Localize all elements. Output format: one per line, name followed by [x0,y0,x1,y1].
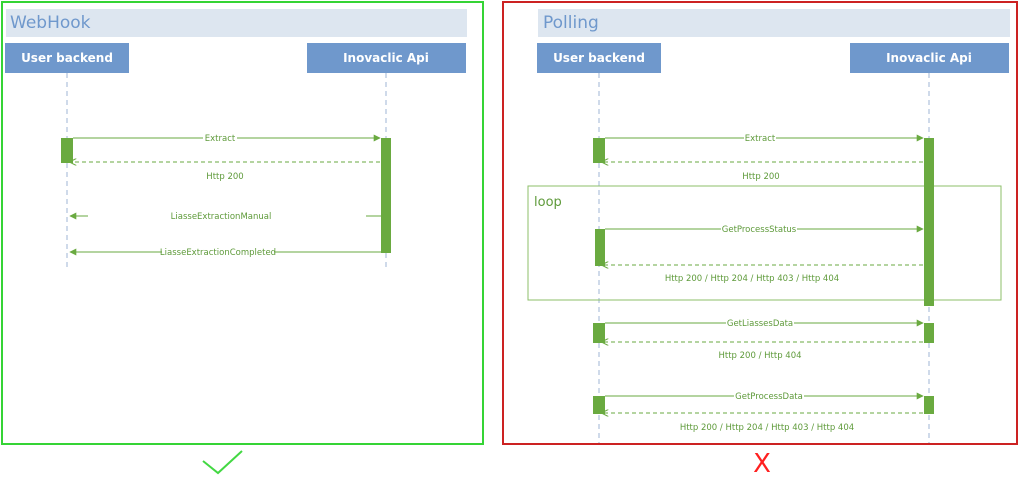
polling-get-process-status-label: GetProcessStatus [722,225,797,235]
polling-activation-api-process [924,396,934,414]
polling-activation-user-status [595,229,605,266]
polling-panel: Polling User backend Inovaclic Api loop … [502,1,1018,479]
polling-verdict-x: X [753,449,771,479]
polling-actor-inovaclic-api-label: Inovaclic Api [886,51,972,65]
polling-activation-api-main [924,138,934,306]
polling-title-band [538,9,1010,37]
polling-loop-frame [527,185,1002,301]
polling-actor-user-backend-label: User backend [553,51,645,65]
polling-http200-label: Http 200 [742,172,779,182]
polling-activation-api-liasses [924,323,934,343]
webhook-title-band [6,9,467,37]
polling-activation-user-extract [593,138,605,163]
polling-process-response-label: Http 200 / Http 204 / Http 403 / Http 40… [680,423,854,433]
polling-activation-user-liasses [593,323,605,343]
webhook-panel: WebHook User backend Inovaclic Api Extra… [1,1,484,475]
webhook-actor-user-backend-label: User backend [21,51,113,65]
polling-liasses-response-label: Http 200 / Http 404 [718,351,801,361]
polling-activation-user-process [593,396,605,414]
polling-loop-label: loop [534,195,562,210]
webhook-extract-label: Extract [205,134,236,144]
polling-status-response-label: Http 200 / Http 204 / Http 403 / Http 40… [665,274,839,284]
polling-get-process-data-label: GetProcessData [735,392,803,402]
polling-title: Polling [543,13,599,33]
polling-actor-user-backend [537,43,661,73]
webhook-activation-api [381,138,391,253]
webhook-actor-user-backend [5,43,129,73]
webhook-completed-label: LiasseExtractionCompleted [160,248,276,258]
polling-get-process-data-label-bg [734,391,804,401]
check-mark-icon [202,450,243,475]
webhook-extract-label-bg [203,133,237,143]
webhook-actor-inovaclic-api-label: Inovaclic Api [343,51,429,65]
webhook-manual-label: LiasseExtractionManual [171,212,272,222]
webhook-http200-label: Http 200 [206,172,243,182]
polling-actor-inovaclic-api [850,43,1009,73]
webhook-activation-user [61,138,73,163]
polling-extract-label-bg [744,133,776,143]
webhook-completed-label-bg [162,247,274,257]
webhook-panel-border [1,1,484,445]
polling-extract-label: Extract [745,134,776,144]
polling-get-liasses-data-label: GetLiassesData [727,319,793,329]
webhook-actor-inovaclic-api [307,43,466,73]
polling-get-process-status-label-bg [721,224,797,234]
webhook-title: WebHook [10,13,91,33]
polling-panel-border [502,1,1018,445]
polling-get-liasses-data-label-bg [726,318,794,328]
